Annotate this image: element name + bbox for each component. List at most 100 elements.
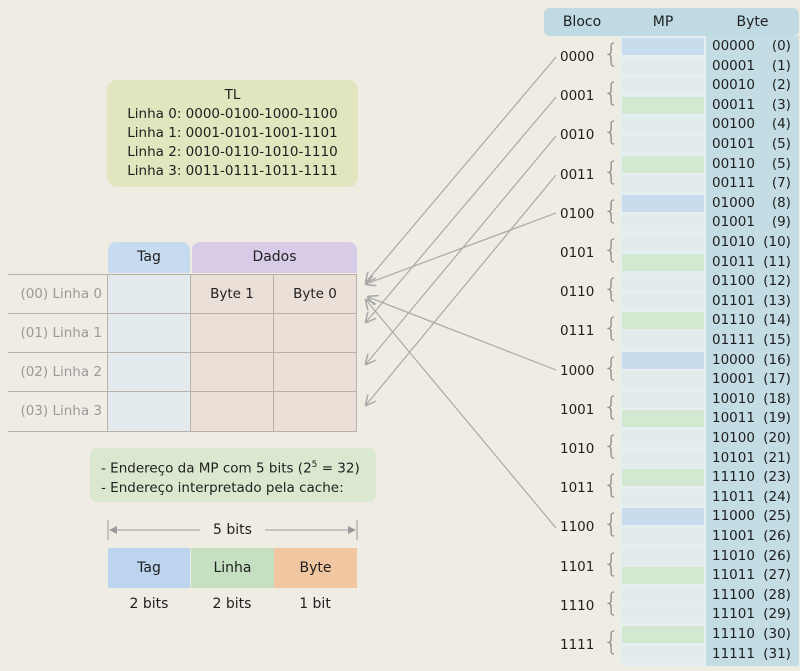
mp-cell	[622, 547, 704, 565]
arrow-0011	[366, 174, 557, 405]
block-label: 0000	[560, 49, 595, 65]
mp-cell	[622, 77, 704, 95]
byte-address: 11010(26)	[712, 548, 791, 564]
format-line-bits: 2 bits	[212, 596, 252, 612]
byte-address: 11000(25)	[712, 508, 791, 524]
tl-box: TL Linha 0: 0000-0100-1000-1100 Linha 1:…	[107, 80, 358, 187]
block-label: 0111	[560, 323, 595, 340]
byte-binary: 00011	[712, 96, 755, 113]
brace-icon: {	[603, 391, 620, 422]
byte-decimal: (27)	[763, 567, 791, 584]
byte-decimal: (12)	[763, 273, 791, 290]
table-divider	[8, 431, 357, 432]
byte-binary: 11000	[712, 508, 755, 525]
mp-cell	[622, 469, 704, 487]
byte-decimal: (5)	[771, 155, 791, 172]
format-line-field: Linha	[191, 548, 274, 588]
mp-cell	[622, 116, 704, 134]
cache-row-label-0: (00) Linha 0	[20, 286, 102, 302]
format-byte-field: Byte	[274, 548, 357, 588]
brace-icon: {	[603, 470, 620, 501]
byte-binary: 01000	[712, 194, 755, 211]
brace-icon: {	[603, 509, 620, 540]
mp-cell	[622, 410, 704, 428]
tl-line-1: Linha 1: 0001-0101-1001-1101	[127, 125, 338, 141]
mp-cell	[622, 96, 704, 114]
cache-row-label-2: (02) Linha 2	[20, 364, 102, 380]
byte-binary: 10010	[712, 390, 755, 407]
format-byte-bits: 1 bit	[299, 596, 331, 612]
byte-decimal: (4)	[771, 116, 791, 133]
mp-cell	[622, 390, 704, 408]
byte-address: 10100(20)	[712, 430, 791, 446]
byte-address: 11011(24)	[712, 489, 791, 505]
byte-binary: 00101	[712, 136, 755, 152]
byte-decimal: (26)	[763, 547, 791, 564]
block-label: 1010	[560, 441, 595, 457]
note-line-2: - Endereço interpretado pela cache:	[101, 479, 344, 496]
brace-icon: {	[603, 587, 620, 618]
byte-address: 00100(4)	[712, 116, 791, 132]
brace-icon: {	[603, 117, 620, 148]
byte-binary: 10011	[712, 410, 755, 427]
bloco-header: Bloco	[544, 8, 620, 36]
brace-icon: {	[603, 627, 620, 657]
brace-icon: {	[603, 195, 620, 226]
byte-decimal: (28)	[763, 586, 791, 603]
table-divider	[356, 274, 357, 431]
arrow-0001	[366, 96, 557, 322]
byte-decimal: (30)	[763, 626, 791, 642]
mp-cell	[622, 214, 704, 232]
byte-address: 01100(12)	[712, 273, 791, 289]
mp-cell	[622, 606, 704, 624]
mp-header: MP	[620, 8, 706, 36]
byte-decimal: (9)	[771, 214, 791, 231]
byte-binary: 11100	[712, 586, 755, 603]
byte-address: 00001(1)	[712, 58, 791, 74]
brace-icon: {	[603, 274, 620, 305]
arrow-1100	[366, 300, 557, 529]
mp-cell	[622, 38, 704, 55]
byte-binary: 00010	[712, 77, 755, 94]
byte-decimal: (16)	[763, 351, 791, 368]
byte0-header: Byte 0	[293, 286, 337, 302]
byte-address: 10001(17)	[712, 371, 791, 387]
format-tag-bits: 2 bits	[129, 596, 169, 612]
mp-cell	[622, 312, 704, 330]
brace-icon: {	[603, 313, 620, 344]
table-divider	[8, 313, 357, 314]
arrow-0000	[366, 56, 557, 282]
byte-decimal: (5)	[771, 136, 791, 152]
byte-decimal: (7)	[771, 175, 791, 192]
mp-cell	[622, 136, 704, 153]
byte-binary: 00000	[712, 38, 755, 54]
byte-address: 10010(18)	[712, 391, 791, 407]
byte-binary: 11001	[712, 528, 755, 544]
mp-cell	[622, 488, 704, 506]
byte-address: 00101 (5)	[712, 136, 791, 152]
byte-address: 01000(8)	[712, 195, 791, 211]
tl-title: TL	[224, 87, 241, 103]
mp-cell	[622, 273, 704, 291]
mp-cell	[622, 626, 704, 643]
byte-decimal: (1)	[771, 57, 791, 74]
note-line-1: - Endereço da MP com 5 bits (25 = 32)	[101, 456, 376, 479]
brace-icon: {	[603, 78, 620, 109]
note-exponent: 5	[311, 460, 318, 470]
byte-decimal: (19)	[763, 410, 791, 427]
byte-decimal: (14)	[763, 312, 791, 329]
arrow-0010	[366, 135, 557, 364]
byte-address: 11111(31)	[712, 646, 791, 662]
block-label: 1001	[560, 401, 595, 418]
mp-cell	[622, 332, 704, 349]
byte-binary: 11110	[712, 626, 755, 642]
byte-decimal: (24)	[763, 488, 791, 505]
mp-cell	[622, 645, 704, 663]
byte-address: 01001(9)	[712, 214, 791, 230]
brace-icon: {	[603, 235, 620, 265]
arrow-1000	[368, 297, 557, 371]
byte-address: 10101(21)	[712, 450, 791, 466]
mp-cell	[622, 175, 704, 193]
mp-cell	[622, 430, 704, 447]
mp-cell	[622, 371, 704, 389]
